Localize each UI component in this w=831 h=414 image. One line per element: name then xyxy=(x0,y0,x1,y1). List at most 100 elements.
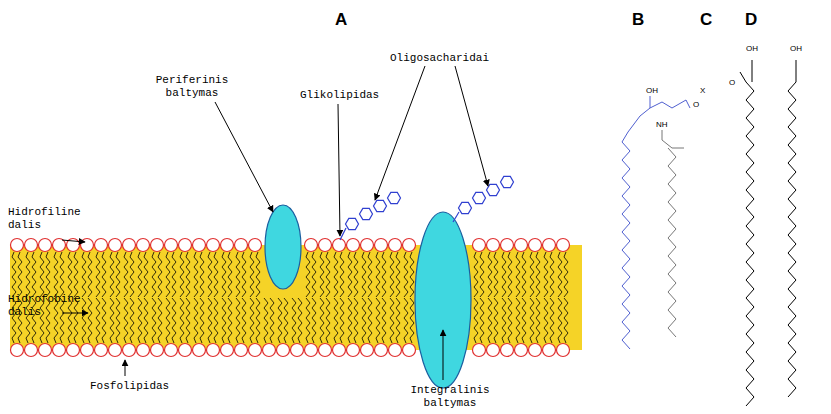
lipid-tail xyxy=(60,252,64,297)
phospholipid-head xyxy=(221,239,234,252)
lipid-tail xyxy=(334,252,338,297)
phospholipid-head xyxy=(39,239,52,252)
sugar-ring xyxy=(473,192,486,203)
phospholipid-head xyxy=(347,239,360,252)
lipid-tail xyxy=(348,252,352,297)
head-group xyxy=(622,96,650,142)
lipid-tail xyxy=(228,252,232,297)
carbon-chain xyxy=(622,142,630,349)
lipid-tail xyxy=(410,252,414,297)
lipid-tail xyxy=(396,298,400,343)
part-label: Hidrofobine dalis xyxy=(8,293,88,319)
phospholipid-head xyxy=(473,239,486,252)
phospholipid-head xyxy=(53,344,66,357)
phospholipid-head xyxy=(305,239,318,252)
lipid-tail xyxy=(516,252,520,297)
panel-letter: C xyxy=(700,10,712,30)
lipid-tail xyxy=(110,252,114,297)
phospholipid-head xyxy=(151,239,164,252)
lipid-tail xyxy=(124,252,128,297)
lipid-tail xyxy=(54,252,58,297)
lipid-tail xyxy=(194,298,198,343)
phospholipid-head xyxy=(123,344,136,357)
phospholipid-head xyxy=(487,344,500,357)
lipid-tail xyxy=(40,252,44,297)
lipid-tail xyxy=(200,252,204,297)
phospholipid-head xyxy=(11,344,24,357)
head-group xyxy=(650,100,690,108)
lipid-tail xyxy=(200,298,204,343)
phospholipid-head xyxy=(137,344,150,357)
phospholipid-head xyxy=(95,239,108,252)
lipid-tail xyxy=(96,298,100,343)
lipid-tail xyxy=(166,298,170,343)
lipid-tail xyxy=(222,252,226,297)
atom-label: O xyxy=(729,78,735,87)
lipid-tail xyxy=(508,252,512,297)
part-label: Fosfolipidas xyxy=(90,380,169,393)
lipid-tail xyxy=(312,298,316,343)
lipid-tail xyxy=(116,252,120,297)
lipid-tail xyxy=(88,298,92,343)
sugar-ring xyxy=(346,218,359,229)
phospholipid-head xyxy=(81,344,94,357)
lipid-tail xyxy=(46,252,50,297)
lipid-tail xyxy=(166,252,170,297)
part-label: Oligosacharidai xyxy=(390,52,489,65)
phospholipid-head xyxy=(361,239,374,252)
carbon-chain xyxy=(668,148,676,337)
part-label: Glikolipidas xyxy=(300,89,379,102)
lipid-tail xyxy=(376,252,380,297)
lipid-tail xyxy=(340,252,344,297)
lipid-tail xyxy=(222,298,226,343)
lipid-tail xyxy=(382,298,386,343)
phospholipid-head xyxy=(249,239,262,252)
lipid-tail xyxy=(158,298,162,343)
lipid-tail xyxy=(410,298,414,343)
lipid-tail xyxy=(124,298,128,343)
hydroxyl-bond xyxy=(796,60,797,82)
lipid-tail xyxy=(172,298,176,343)
lipid-tail xyxy=(214,252,218,297)
phospholipid-head xyxy=(165,344,178,357)
phospholipid-head xyxy=(11,239,24,252)
lipid-tail xyxy=(180,252,184,297)
lipid-tail xyxy=(544,298,548,343)
sugar-ring xyxy=(360,208,373,219)
lipid-tail xyxy=(480,298,484,343)
lipid-tail xyxy=(250,298,254,343)
lipid-tail xyxy=(110,298,114,343)
atom-label: OH xyxy=(646,86,658,95)
phospholipid-head xyxy=(361,344,374,357)
lipid-tail xyxy=(12,252,16,297)
phospholipid-head xyxy=(487,239,500,252)
phospholipid-head xyxy=(543,344,556,357)
lipid-tail xyxy=(362,252,366,297)
lipid-tail xyxy=(564,298,568,343)
lipid-tail xyxy=(390,298,394,343)
atom-label: NH xyxy=(656,120,668,129)
atom-label: O xyxy=(693,100,699,109)
lipid-tail xyxy=(26,252,30,297)
phospholipid-head xyxy=(235,239,248,252)
phospholipid-head xyxy=(207,239,220,252)
lipid-tail xyxy=(550,252,554,297)
lipid-tail xyxy=(544,252,548,297)
lipid-tail xyxy=(494,298,498,343)
phospholipid-head xyxy=(25,239,38,252)
lipid-tail xyxy=(334,298,338,343)
phospholipid-head xyxy=(305,344,318,357)
phospholipid-head xyxy=(95,344,108,357)
phospholipid-head xyxy=(263,344,276,357)
lipid-tail xyxy=(264,298,268,343)
lipid-tail xyxy=(228,298,232,343)
part-label: Integralinis baltymas xyxy=(405,384,495,410)
lipid-tail xyxy=(390,252,394,297)
phospholipid-head xyxy=(389,239,402,252)
lipid-tail xyxy=(144,298,148,343)
lipid-tail xyxy=(396,252,400,297)
lipid-tail xyxy=(270,298,274,343)
lipid-tail xyxy=(284,298,288,343)
lipid-tail xyxy=(138,252,142,297)
lipid-tail xyxy=(186,298,190,343)
